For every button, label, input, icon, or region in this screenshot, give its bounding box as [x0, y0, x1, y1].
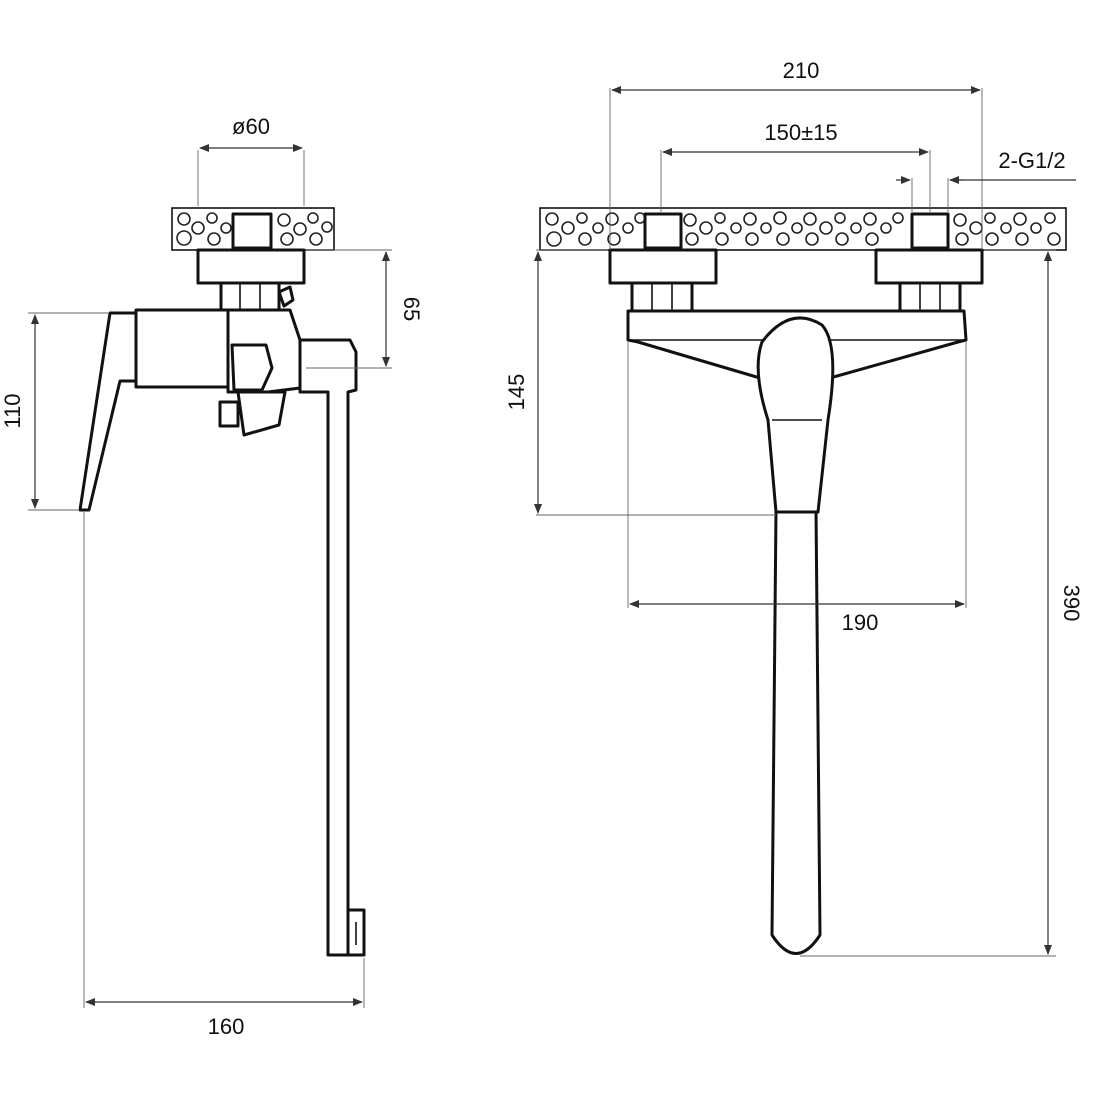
- side-wall-texture: [176, 212, 333, 246]
- side-diverter-knob: [236, 390, 287, 437]
- front-flange-left: [608, 248, 718, 285]
- front-flange-right: [874, 248, 984, 285]
- front-inlet-right: [910, 212, 950, 250]
- side-offset-label: 65: [399, 297, 424, 321]
- side-height-label: 110: [0, 393, 25, 428]
- front-dim-total-height: 390: [800, 249, 1084, 957]
- side-mixer-body: [134, 308, 230, 389]
- front-view: 210 150±15 2-G1/2 145: [504, 58, 1084, 957]
- front-wall-texture: [545, 211, 1061, 247]
- front-dim-overall-width: 210: [609, 58, 983, 250]
- front-spacing-label: 150±15: [764, 120, 837, 145]
- front-nut-left: [630, 281, 694, 313]
- side-reach-label: 160: [208, 1014, 245, 1039]
- front-wall-section: [539, 207, 1067, 251]
- front-body-width-label: 190: [842, 610, 879, 635]
- front-thread-label: 2-G1/2: [998, 148, 1065, 173]
- side-connection-nut: [219, 281, 281, 313]
- side-dim-reach: 160: [83, 512, 365, 1039]
- side-dim-wall-offset: 65: [306, 249, 424, 369]
- side-inlet-pipe: [231, 212, 273, 250]
- side-wall-section: [171, 207, 335, 251]
- front-handle-lever: [756, 316, 835, 514]
- side-diameter-label: ø60: [232, 114, 270, 139]
- front-spout: [770, 508, 822, 955]
- side-handle-lever: [78, 311, 138, 512]
- front-height-label: 390: [1059, 585, 1084, 622]
- front-dim-thread: 2-G1/2: [896, 148, 1076, 212]
- side-dim-handle-height: 110: [0, 312, 108, 511]
- front-dim-body-width: 190: [627, 342, 967, 635]
- side-dim-diameter: ø60: [197, 114, 305, 206]
- side-wall-flange: [196, 248, 306, 285]
- front-depth-label: 145: [504, 374, 529, 411]
- side-spout: [298, 338, 358, 957]
- front-inlet-left: [643, 212, 683, 250]
- side-view: ø60 65 110 160: [0, 114, 424, 1039]
- front-dim-handle-depth: 145: [504, 249, 776, 516]
- front-dim-inlet-spacing: 150±15: [660, 120, 931, 212]
- front-width-label: 210: [783, 58, 820, 83]
- front-nut-right: [898, 281, 962, 313]
